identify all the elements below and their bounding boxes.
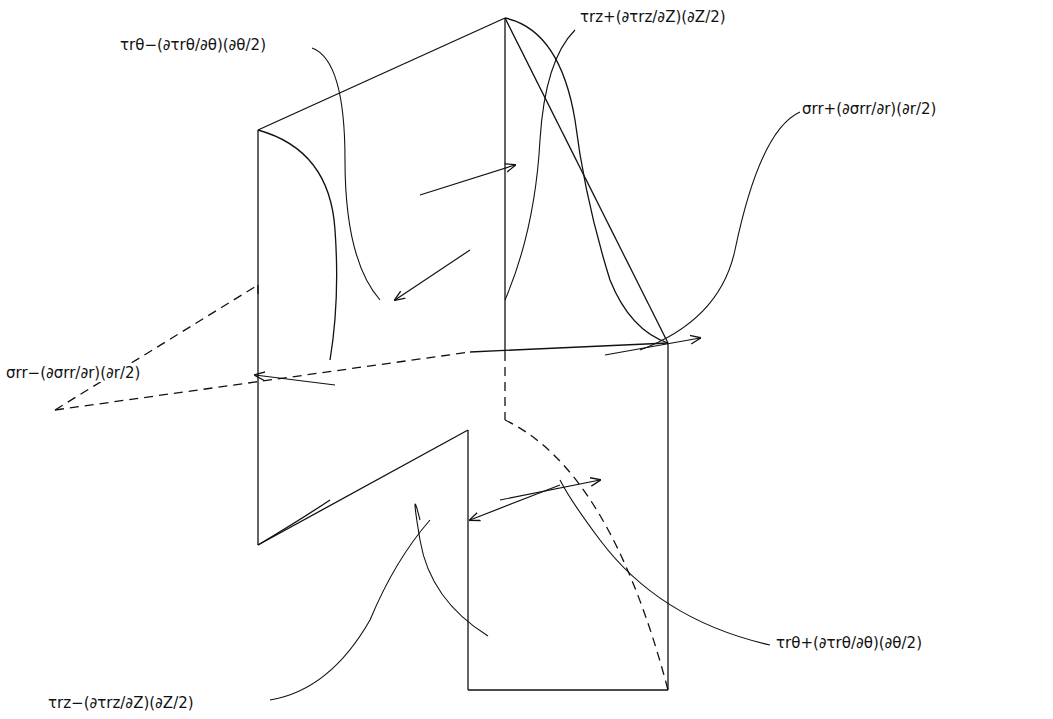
stress-label: τrθ+(∂τrθ/∂θ)(∂θ/2) <box>774 634 924 652</box>
stress-label: τrθ−(∂τrθ/∂θ)(∂θ/2) <box>118 36 268 54</box>
stress-label: σrr+(∂σrr/∂r)(∂r/2) <box>800 100 938 118</box>
stress-label: τrz−(∂τrz/∂Z)(∂Z/2) <box>46 694 196 712</box>
stress-label: σrr−(∂σrr/∂r)(∂r/2) <box>4 364 142 382</box>
stress-arrows <box>255 165 700 520</box>
leader-lines <box>270 30 800 700</box>
element-outline <box>55 18 668 690</box>
stress-label: τrz+(∂τrz/∂Z)(∂Z/2) <box>578 8 728 26</box>
